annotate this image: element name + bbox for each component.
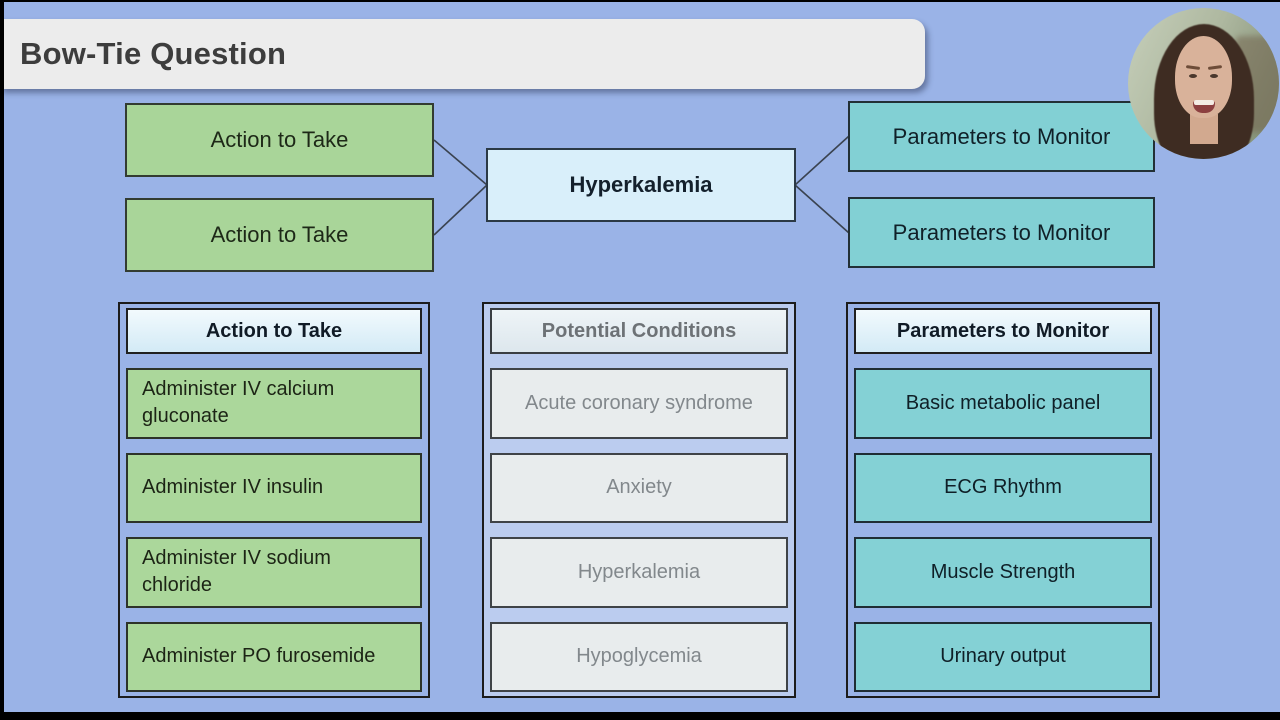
option-label: Administer IV calcium gluconate <box>142 378 335 428</box>
option-label: Hyperkalemia <box>577 560 701 583</box>
presenter-neck <box>1190 114 1218 144</box>
presenter-teeth <box>1194 100 1214 105</box>
option-label: ECG Rhythm <box>944 476 1062 499</box>
dropzone-action-2-label: Action to Take <box>210 222 349 247</box>
column-actions-header: Action to Take <box>126 308 422 354</box>
option-label: Muscle Strength <box>930 560 1076 583</box>
option-action-po-furosemide[interactable]: Administer PO furosemide <box>126 621 422 692</box>
page-title: Bow-Tie Question <box>20 36 287 71</box>
column-actions-header-label: Action to Take <box>205 319 343 342</box>
option-condition-acute-coronary-syndrome: Acute coronary syndrome <box>490 368 788 439</box>
column-parameters: Parameters to Monitor Basic metabolic pa… <box>846 302 1160 698</box>
title-banner: Bow-Tie Question <box>0 19 925 89</box>
column-conditions-header: Potential Conditions <box>490 308 788 354</box>
option-label: Anxiety <box>606 476 672 499</box>
option-condition-hypoglycemia: Hypoglycemia <box>490 621 788 692</box>
option-condition-hyperkalemia: Hyperkalemia <box>490 537 788 608</box>
option-label: Urinary output <box>940 645 1066 668</box>
column-actions: Action to Take Administer IV calcium glu… <box>118 302 430 698</box>
column-parameters-header-label: Parameters to Monitor <box>896 319 1110 342</box>
letterbox-bottom <box>0 712 1280 720</box>
dropzone-parameter-1[interactable]: Parameters to Monitor <box>848 101 1155 172</box>
column-parameters-header: Parameters to Monitor <box>854 308 1152 354</box>
option-action-iv-insulin[interactable]: Administer IV insulin <box>126 452 422 523</box>
option-label: Administer IV sodium chloride <box>142 547 331 597</box>
option-parameter-basic-metabolic-panel[interactable]: Basic metabolic panel <box>854 368 1152 439</box>
dropzone-parameter-2[interactable]: Parameters to Monitor <box>848 197 1155 268</box>
dropzone-condition-label: Hyperkalemia <box>569 172 713 197</box>
dropzone-condition[interactable]: Hyperkalemia <box>486 148 796 222</box>
option-action-sodium-chloride[interactable]: Administer IV sodium chloride <box>126 537 422 608</box>
option-action-calcium-gluconate[interactable]: Administer IV calcium gluconate <box>126 368 422 439</box>
column-conditions: Potential Conditions Acute coronary synd… <box>482 302 796 698</box>
option-label: Basic metabolic panel <box>905 391 1101 414</box>
dropzone-action-1[interactable]: Action to Take <box>125 103 434 177</box>
option-condition-anxiety: Anxiety <box>490 452 788 523</box>
dropzone-action-2[interactable]: Action to Take <box>125 198 434 272</box>
option-label: Hypoglycemia <box>576 645 702 668</box>
option-label: Administer IV insulin <box>142 476 324 499</box>
dropzone-action-1-label: Action to Take <box>210 127 349 152</box>
presenter-eye <box>1210 74 1218 78</box>
dropzone-parameter-2-label: Parameters to Monitor <box>892 219 1111 245</box>
letterbox-top <box>0 0 1280 2</box>
letterbox-left <box>0 0 4 720</box>
option-label: Acute coronary syndrome <box>525 391 753 414</box>
option-label: Administer PO furosemide <box>142 645 376 668</box>
option-parameter-ecg-rhythm[interactable]: ECG Rhythm <box>854 452 1152 523</box>
column-conditions-header-label: Potential Conditions <box>541 319 737 342</box>
option-parameter-urinary-output[interactable]: Urinary output <box>854 621 1152 692</box>
dropzone-parameter-1-label: Parameters to Monitor <box>892 123 1111 149</box>
option-parameter-muscle-strength[interactable]: Muscle Strength <box>854 537 1152 608</box>
presenter-eye <box>1189 74 1197 78</box>
webcam-overlay <box>1128 8 1279 159</box>
